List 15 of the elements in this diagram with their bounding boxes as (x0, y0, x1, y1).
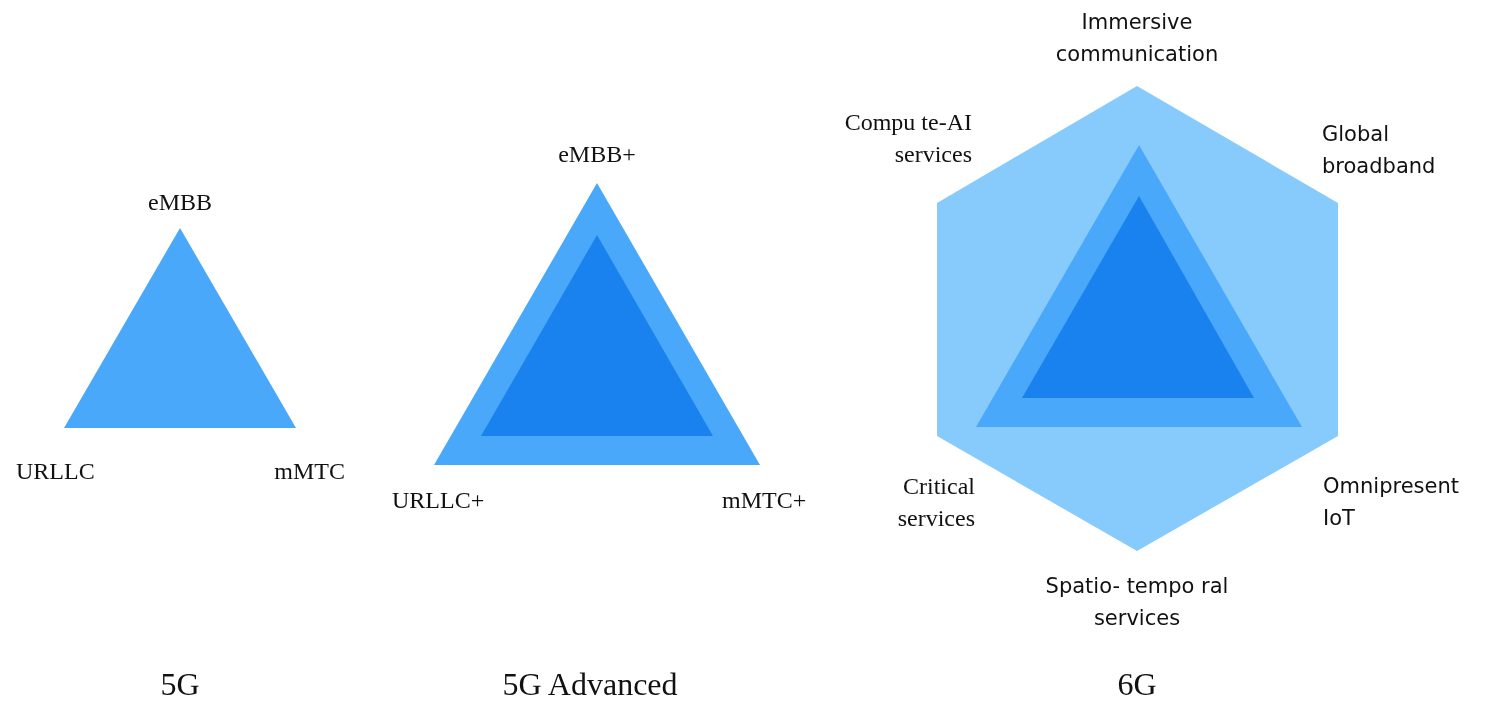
axis-label: URLLC (16, 457, 96, 486)
panel-title: 6G (1116, 665, 1158, 704)
panel-title: 5G Advanced (501, 665, 679, 704)
axis-label: mMTC+ (722, 486, 808, 515)
axis-label: URLLC+ (392, 486, 486, 515)
axis-label: Immersive communication (1054, 9, 1220, 68)
axis-label: Omnipresent IoT (1323, 473, 1460, 532)
axis-label: Global broadband (1322, 121, 1437, 180)
axis-label: Spatio- tempo ral services (1044, 573, 1230, 632)
panel-title: 5G (159, 665, 201, 704)
axis-label: mMTC (273, 457, 345, 486)
axis-label: eMBB+ (557, 140, 637, 169)
axis-label: Critical services (896, 472, 975, 533)
axis-label: eMBB (147, 188, 213, 217)
axis-label: Compu te-AI services (843, 108, 972, 169)
